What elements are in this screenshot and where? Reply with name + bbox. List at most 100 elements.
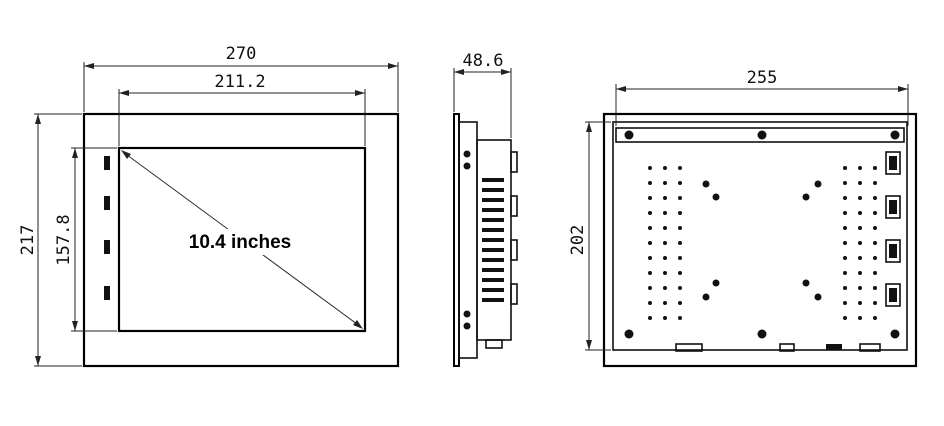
vent-hole xyxy=(858,286,862,290)
dim-arrow xyxy=(35,114,41,124)
vent-hole xyxy=(843,301,847,305)
screw xyxy=(463,162,471,170)
side-frame xyxy=(458,121,478,359)
vent-hole xyxy=(873,301,877,305)
vent-hole xyxy=(648,196,652,200)
vent-hole xyxy=(648,286,652,290)
vent-hole xyxy=(858,316,862,320)
mount-hole xyxy=(702,293,710,301)
vent-hole xyxy=(663,271,667,275)
bottom-port xyxy=(779,343,795,352)
vent-hole xyxy=(663,286,667,290)
vent-hole xyxy=(648,166,652,170)
vent-hole xyxy=(663,181,667,185)
dim-arrow xyxy=(454,69,464,75)
vent-hole xyxy=(678,226,682,230)
vent-hole xyxy=(678,256,682,260)
vent-hole xyxy=(843,166,847,170)
height-dimension-label: 217 xyxy=(18,225,38,256)
screw xyxy=(624,329,634,339)
dim-arrow xyxy=(355,90,365,96)
screw xyxy=(463,150,471,158)
vent-hole xyxy=(678,286,682,290)
mount-hole xyxy=(814,293,822,301)
dim-arrow xyxy=(72,321,78,331)
vent-hole xyxy=(663,166,667,170)
rear-view: 255 202 xyxy=(568,68,918,368)
mount-hole xyxy=(712,279,720,287)
diagonal-arrow-start xyxy=(121,150,131,159)
vent-hole xyxy=(858,271,862,275)
vent-hole xyxy=(648,301,652,305)
dim-arrow xyxy=(119,90,129,96)
front-bezel-outline xyxy=(82,112,400,368)
vent-hole xyxy=(843,211,847,215)
vent-hole xyxy=(678,241,682,245)
rear-panel xyxy=(612,121,908,351)
vent-hole xyxy=(663,196,667,200)
side-connector xyxy=(510,151,518,173)
vent-hole xyxy=(663,256,667,260)
port-connector-pins xyxy=(889,200,897,214)
vent-hole xyxy=(648,226,652,230)
vent-hole xyxy=(678,181,682,185)
screw xyxy=(890,329,900,339)
inner-height-dimension-label: 157.8 xyxy=(54,214,74,265)
port-connector xyxy=(885,239,901,263)
vent-hole xyxy=(843,196,847,200)
vent-hole xyxy=(843,181,847,185)
mount-hole xyxy=(802,193,810,201)
bottom-port xyxy=(675,343,703,352)
port-connector-pins xyxy=(889,288,897,302)
vent-hole xyxy=(648,211,652,215)
vent-hole xyxy=(873,181,877,185)
vent-hole xyxy=(648,316,652,320)
mount-hole xyxy=(814,180,822,188)
screw xyxy=(757,329,767,339)
vent-hole xyxy=(843,256,847,260)
indicator-slot xyxy=(104,286,110,300)
vent-hole xyxy=(678,271,682,275)
side-connector xyxy=(510,239,518,261)
vent-hole xyxy=(873,196,877,200)
bottom-port xyxy=(859,343,881,352)
vent-hole xyxy=(873,271,877,275)
side-connector xyxy=(510,195,518,217)
rear-connectors xyxy=(885,151,901,307)
rear-top-strip xyxy=(615,127,905,143)
vent-grid-left xyxy=(648,166,682,320)
vent-hole xyxy=(648,241,652,245)
vent-hole xyxy=(648,271,652,275)
vent-hole xyxy=(843,241,847,245)
vent-hole xyxy=(858,256,862,260)
screw xyxy=(624,130,634,140)
port-connector xyxy=(885,283,901,307)
vent-hole xyxy=(678,196,682,200)
vent-hole xyxy=(663,241,667,245)
vent-hole xyxy=(873,286,877,290)
vent-hole xyxy=(678,211,682,215)
vent-grid-right xyxy=(843,166,877,320)
port-connector-pins xyxy=(889,244,897,258)
vent-hole xyxy=(873,226,877,230)
width-dimension-label: 270 xyxy=(226,44,257,64)
vent-hole xyxy=(843,286,847,290)
vent-hole xyxy=(858,301,862,305)
side-connector xyxy=(510,283,518,305)
vent-hole xyxy=(678,166,682,170)
vent-hole xyxy=(858,241,862,245)
vent-hole xyxy=(873,316,877,320)
vent-hole xyxy=(873,211,877,215)
dim-arrow xyxy=(72,148,78,158)
vent-hole xyxy=(648,256,652,260)
dim-arrow xyxy=(84,63,94,69)
indicator-slot xyxy=(104,240,110,254)
vent-hole xyxy=(858,226,862,230)
dim-arrow xyxy=(898,86,908,92)
dim-arrow xyxy=(501,69,511,75)
depth-dimension-label: 48.6 xyxy=(463,51,504,71)
vent-hole xyxy=(873,166,877,170)
vent-hole xyxy=(858,196,862,200)
